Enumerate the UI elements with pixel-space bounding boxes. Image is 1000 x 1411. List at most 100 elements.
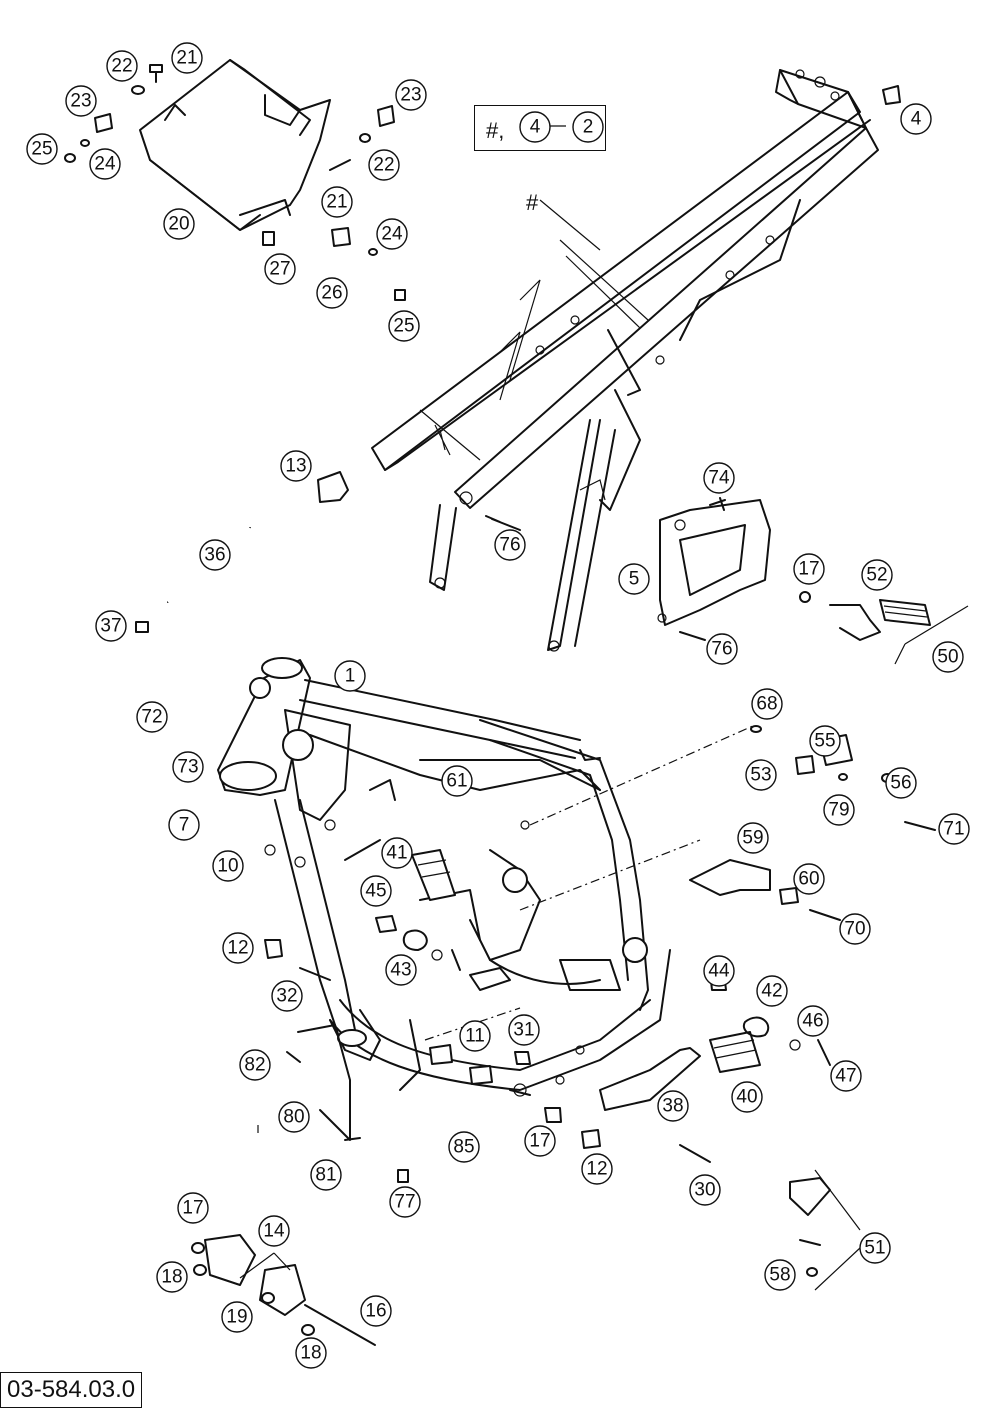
- svg-text:12: 12: [227, 938, 248, 959]
- callout-38: 38: [657, 1090, 689, 1122]
- svg-text:47: 47: [835, 1066, 856, 1087]
- callout-51: 51: [859, 1232, 891, 1264]
- callout-18: 18: [295, 1337, 327, 1369]
- svg-text:40: 40: [736, 1087, 757, 1108]
- callout-7: 7: [168, 809, 200, 841]
- svg-text:17: 17: [182, 1198, 203, 1219]
- guard-plate: [139, 59, 331, 231]
- svg-text:19: 19: [226, 1307, 247, 1328]
- svg-text:26: 26: [321, 283, 342, 304]
- svg-text:37: 37: [100, 616, 121, 637]
- callout-37: 37: [95, 610, 127, 642]
- callout-10: 10: [212, 850, 244, 882]
- svg-text:21: 21: [326, 192, 347, 213]
- svg-text:11: 11: [465, 1026, 485, 1047]
- svg-text:41: 41: [386, 843, 407, 864]
- callouts: 21 22 23 25 24 20 23 22 21 27 26 24 25 4…: [26, 42, 970, 1369]
- callout-58: 58: [764, 1259, 796, 1291]
- callout-76: 76: [494, 529, 526, 561]
- svg-text:68: 68: [756, 694, 777, 715]
- callout-30: 30: [689, 1174, 721, 1206]
- callout-22: 22: [106, 50, 138, 82]
- callout-4: 4: [900, 103, 932, 135]
- svg-text:21: 21: [176, 48, 197, 69]
- callout-25: 25: [26, 133, 58, 165]
- callout-13: 13: [280, 450, 312, 482]
- footpeg-group-50: [799, 591, 969, 665]
- callout-47: 47: [830, 1060, 862, 1092]
- svg-text:1: 1: [345, 666, 356, 687]
- svg-text:23: 23: [70, 91, 91, 112]
- right-side-parts: [191, 725, 936, 1346]
- callout-55: 55: [809, 725, 841, 757]
- callout-71: 71: [938, 813, 970, 845]
- svg-text:42: 42: [761, 981, 782, 1002]
- svg-text:22: 22: [373, 155, 394, 176]
- svg-text:17: 17: [798, 559, 819, 580]
- svg-text:44: 44: [708, 961, 730, 982]
- callout-42: 42: [756, 975, 788, 1007]
- callout-14: 14: [258, 1215, 290, 1247]
- part-13-block: [317, 471, 349, 503]
- svg-text:85: 85: [453, 1137, 474, 1158]
- callout-85: 85: [448, 1131, 480, 1163]
- callout-27: 27: [264, 253, 296, 285]
- svg-text:7: 7: [179, 815, 190, 836]
- svg-text:2: 2: [583, 117, 594, 138]
- callout-72: 72: [136, 701, 168, 733]
- document-number: 03-584.03.0: [0, 1372, 143, 1408]
- svg-text:12: 12: [586, 1159, 607, 1180]
- callout-31: 31: [508, 1014, 540, 1046]
- svg-text:18: 18: [161, 1267, 182, 1288]
- svg-text:24: 24: [94, 154, 116, 175]
- callout-56: 56: [885, 767, 917, 799]
- callout-24: 24: [376, 218, 408, 250]
- svg-text:18: 18: [300, 1343, 321, 1364]
- reference-box: [474, 105, 606, 151]
- callout-70: 70: [839, 913, 871, 945]
- callout-79: 79: [823, 794, 855, 826]
- svg-text:20: 20: [168, 214, 189, 235]
- svg-text:14: 14: [263, 1221, 285, 1242]
- svg-text:71: 71: [943, 819, 964, 840]
- callout-17: 17: [177, 1192, 209, 1224]
- svg-text:70: 70: [844, 919, 865, 940]
- callout-80: 80: [278, 1101, 310, 1133]
- svg-text:82: 82: [244, 1055, 265, 1076]
- svg-text:24: 24: [381, 224, 403, 245]
- callout-53: 53: [745, 759, 777, 791]
- svg-text:25: 25: [31, 139, 52, 160]
- callout-12: 12: [222, 932, 254, 964]
- svg-text:81: 81: [315, 1165, 336, 1186]
- svg-text:50: 50: [937, 647, 958, 668]
- svg-text:4: 4: [530, 117, 541, 138]
- callout-23: 23: [395, 79, 427, 111]
- svg-text:45: 45: [365, 881, 386, 902]
- callout-17: 17: [793, 553, 825, 585]
- callout-68: 68: [751, 688, 783, 720]
- callout-19: 19: [221, 1301, 253, 1333]
- callout-41: 41: [381, 837, 413, 869]
- callout-21: 21: [321, 186, 353, 218]
- reference-target-callout: 2: [572, 111, 604, 143]
- svg-text:60: 60: [798, 869, 819, 890]
- callout-20: 20: [163, 208, 195, 240]
- callout-25: 25: [388, 310, 420, 342]
- callout-36: 36: [199, 539, 231, 571]
- svg-text:51: 51: [864, 1238, 885, 1259]
- callout-81: 81: [310, 1159, 342, 1191]
- svg-text:52: 52: [866, 565, 887, 586]
- guard-fasteners: [64, 64, 901, 301]
- svg-text:27: 27: [269, 259, 290, 280]
- main-frame: [217, 657, 671, 1097]
- svg-text:4: 4: [911, 109, 922, 130]
- reference-inner-callout: 4: [519, 111, 551, 143]
- callout-23: 23: [65, 85, 97, 117]
- svg-text:80: 80: [283, 1107, 304, 1128]
- svg-text:55: 55: [814, 731, 835, 752]
- svg-text:56: 56: [890, 773, 911, 794]
- callout-44: 44: [703, 955, 735, 987]
- callout-82: 82: [239, 1049, 271, 1081]
- callout-61: 61: [441, 765, 473, 797]
